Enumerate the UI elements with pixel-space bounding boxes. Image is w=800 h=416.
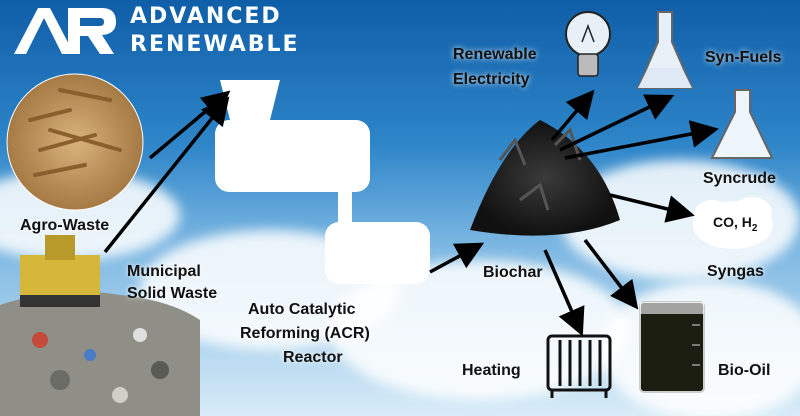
cloud-icon: [693, 197, 773, 249]
label-syngas-formula: CO, H2: [713, 213, 757, 238]
logo-mark-icon: [14, 8, 116, 54]
biochar-pile: [470, 120, 620, 236]
beaker-icon: [710, 89, 774, 159]
company-logo: ADVANCED RENEWABLE: [10, 2, 350, 62]
flask-icon: [636, 11, 694, 89]
syngas-formula-text: CO, H: [713, 214, 752, 230]
agro-waste-image: [6, 73, 144, 211]
label-syncrude: Syncrude: [703, 170, 776, 187]
arrow-msw-to-hopper: [103, 96, 230, 254]
arrow-to-heating: [543, 249, 585, 337]
label-syngas: Syngas: [707, 263, 764, 280]
arrow-to-syncrude: [564, 120, 719, 160]
label-bio-oil: Bio-Oil: [718, 362, 771, 379]
arrow-reactor-to-biochar: [429, 242, 485, 274]
arrow-to-synfuels: [559, 94, 675, 152]
bio-oil-beaker: [639, 301, 705, 393]
label-biochar: Biochar: [483, 264, 543, 281]
arrow-to-electricity: [550, 89, 595, 142]
label-municipal: Municipal: [127, 263, 201, 280]
label-reactor-line3: Reactor: [283, 349, 343, 366]
municipal-waste-image: [0, 235, 200, 416]
arrow-to-biooil: [583, 238, 639, 310]
logo-line-2: RENEWABLE: [130, 32, 300, 57]
arrow-to-syngas: [609, 193, 695, 223]
logo-line-1: ADVANCED: [130, 4, 282, 29]
lightbulb-icon: [565, 11, 611, 77]
flow-arrows: [103, 89, 719, 337]
label-renewable: Renewable: [453, 46, 537, 63]
label-reactor-line2: Reforming (ACR): [240, 325, 370, 342]
label-agro-waste: Agro-Waste: [20, 217, 110, 234]
label-electricity: Electricity: [453, 71, 530, 88]
radiator-icon: [546, 334, 612, 398]
label-solid-waste: Solid Waste: [127, 285, 218, 302]
label-reactor-line1: Auto Catalytic: [248, 301, 356, 318]
label-syn-fuels: Syn-Fuels: [705, 49, 782, 66]
syngas-formula-subscript: 2: [751, 222, 758, 234]
label-heating: Heating: [462, 362, 521, 379]
acr-reactor: [215, 80, 430, 284]
